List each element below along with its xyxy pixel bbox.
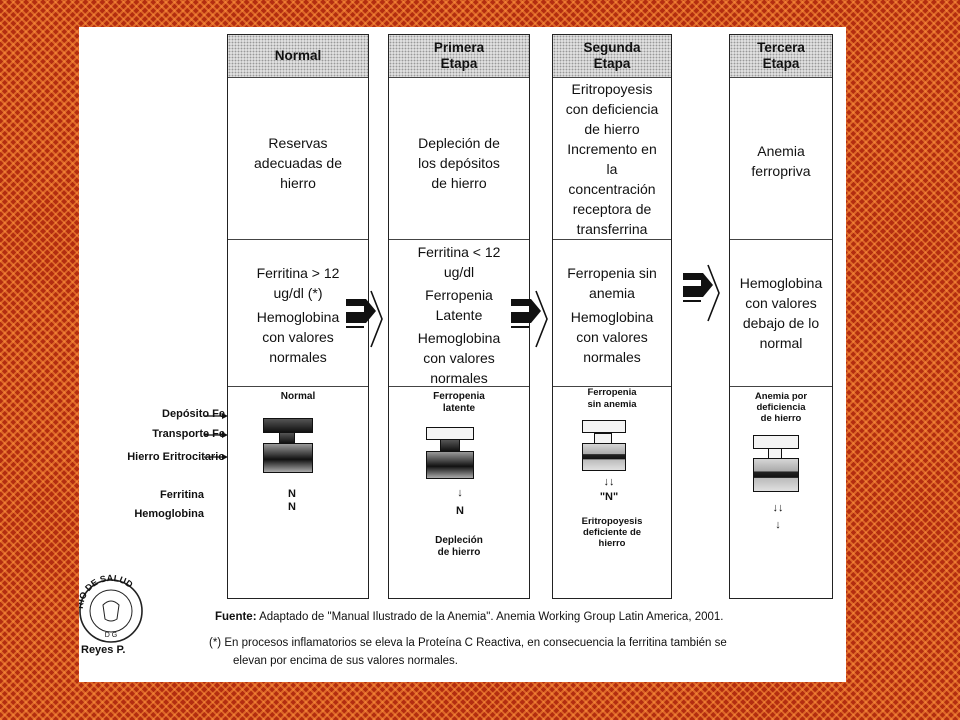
label-pointer-arrows	[204, 403, 228, 469]
stage-arrow-icon	[681, 263, 723, 323]
deposit-bar	[753, 435, 799, 449]
erythrocyte-cylinder	[753, 458, 799, 492]
footnote-line-1: (*) En procesos inflamatorios se eleva l…	[209, 635, 839, 651]
deposit-bar	[582, 420, 626, 433]
signature-text: Reyes P.	[81, 644, 125, 656]
hemoglobina-value: N	[391, 505, 529, 518]
row-label-hemoglobina: Hemoglobina	[134, 507, 204, 521]
column-header: Tercera Etapa	[730, 35, 832, 77]
ferritina-value: ↓↓	[547, 476, 671, 489]
official-stamp: RIO DE SALUD D G	[79, 567, 147, 647]
footnote-line-2: elevan por encima de sus valores normale…	[233, 653, 833, 669]
stage-diagram-label: Normal	[230, 391, 366, 403]
svg-text:D G: D G	[105, 632, 117, 639]
column-header: Segunda Etapa	[553, 35, 671, 77]
ferritina-value: ↓	[391, 487, 529, 500]
column-header: Primera Etapa	[389, 35, 529, 77]
erythrocyte-cylinder	[582, 443, 626, 471]
deposit-bar	[263, 418, 313, 433]
erythrocyte-cylinder	[263, 443, 313, 473]
column-header: Normal	[228, 35, 368, 77]
hemoglobina-value: N	[216, 501, 368, 514]
hemoglobina-value: "N"	[547, 491, 671, 504]
stage-arrow-icon	[509, 289, 551, 349]
ferritina-value: N	[216, 488, 368, 501]
source-note: Fuente: Adaptado de "Manual Ilustrado de…	[215, 609, 835, 625]
ferritina-value: ↓↓	[724, 502, 832, 515]
erythrocyte-cylinder	[426, 451, 474, 479]
svg-text:RIO DE SALUD: RIO DE SALUD	[79, 573, 135, 609]
row-label-ferritina: Ferritina	[160, 488, 204, 502]
slide-canvas: Depósito Fe Transporte Fe Hierro Eritroc…	[79, 27, 846, 682]
hemoglobina-value: ↓	[724, 519, 832, 532]
stage-arrow-icon	[344, 289, 386, 349]
